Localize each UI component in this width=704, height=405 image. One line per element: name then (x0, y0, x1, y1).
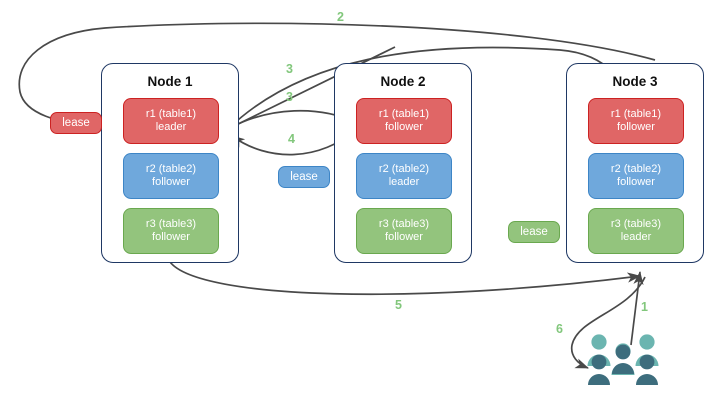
step-label-3b: 3 (286, 90, 293, 104)
node-1-replica-r2[interactable]: r2 (table2) follower (123, 153, 219, 199)
lease-badge-r2[interactable]: lease (278, 166, 330, 188)
replica-name: r1 (table1) (378, 107, 430, 120)
replica-name: r2 (table2) (145, 162, 197, 175)
node-2-replica-r1[interactable]: r1 (table1) follower (356, 98, 452, 144)
edge-5-node1-to-node3 (169, 261, 642, 296)
step-label-2: 2 (337, 10, 344, 24)
step-label-3a: 3 (286, 62, 293, 76)
replica-role: leader (155, 121, 187, 133)
node-2-replica-r2[interactable]: r2 (table2) leader (356, 153, 452, 199)
node-2-container[interactable]: Node 2 r1 (table1) follower r2 (table2) … (334, 63, 472, 263)
node-1-replica-r1[interactable]: r1 (table1) leader (123, 98, 219, 144)
replica-role: follower (617, 176, 655, 188)
lease-badge-r3[interactable]: lease (508, 221, 560, 243)
replica-role: follower (385, 121, 423, 133)
node-1-replica-r3[interactable]: r3 (table3) follower (123, 208, 219, 254)
replica-role: follower (385, 231, 423, 243)
node-3-title: Node 3 (612, 74, 658, 89)
replica-name: r1 (table1) (145, 107, 197, 120)
node-2-title: Node 2 (380, 74, 426, 89)
step-label-5: 5 (395, 298, 402, 312)
users-group-icon (586, 332, 660, 388)
users-group-svg (587, 334, 659, 385)
node-1-container[interactable]: Node 1 r1 (table1) leader r2 (table2) fo… (101, 63, 239, 263)
replica-name: r1 (table1) (610, 107, 662, 120)
node-1-title: Node 1 (147, 74, 193, 89)
step-label-4: 4 (288, 132, 295, 146)
node-3-replica-r1[interactable]: r1 (table1) follower (588, 98, 684, 144)
lease-badge-r1[interactable]: lease (50, 112, 102, 134)
node-3-container[interactable]: Node 3 r1 (table1) follower r2 (table2) … (566, 63, 704, 263)
replica-name: r2 (table2) (378, 162, 430, 175)
replica-role: follower (617, 121, 655, 133)
replica-role: leader (620, 231, 652, 243)
replica-role: follower (152, 176, 190, 188)
replica-role: follower (152, 231, 190, 243)
replica-role: leader (388, 176, 420, 188)
step-label-6: 6 (556, 322, 563, 336)
users-front-row (588, 344, 658, 385)
step-label-1: 1 (641, 300, 648, 314)
node-3-replica-r2[interactable]: r2 (table2) follower (588, 153, 684, 199)
replica-name: r3 (table3) (610, 217, 662, 230)
replica-name: r3 (table3) (145, 217, 197, 230)
node-2-replica-r3[interactable]: r3 (table3) follower (356, 208, 452, 254)
node-3-replica-r3[interactable]: r3 (table3) leader (588, 208, 684, 254)
replica-name: r3 (table3) (378, 217, 430, 230)
replica-name: r2 (table2) (610, 162, 662, 175)
